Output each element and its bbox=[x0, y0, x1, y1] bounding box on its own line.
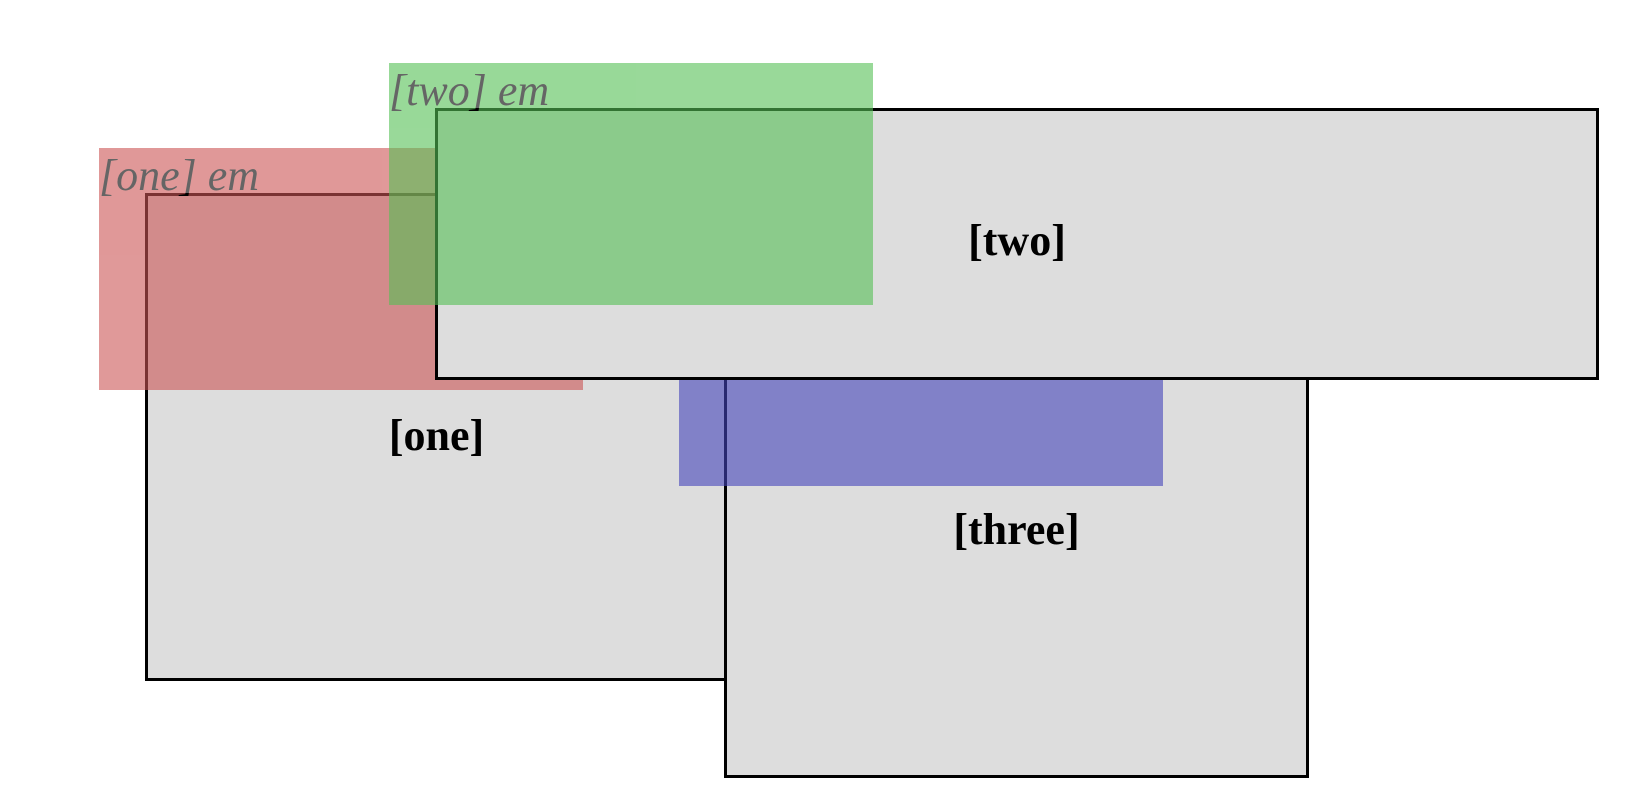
box-three-label: [three] bbox=[953, 505, 1080, 554]
em-overlay-one-label: [one] em bbox=[99, 151, 260, 200]
em-overlay-two-label: [two] em bbox=[389, 66, 550, 115]
box-two-label: [two] bbox=[968, 216, 1066, 265]
box-one-label: [one] bbox=[388, 411, 485, 460]
em-overlay-two: [two] em bbox=[389, 63, 873, 305]
